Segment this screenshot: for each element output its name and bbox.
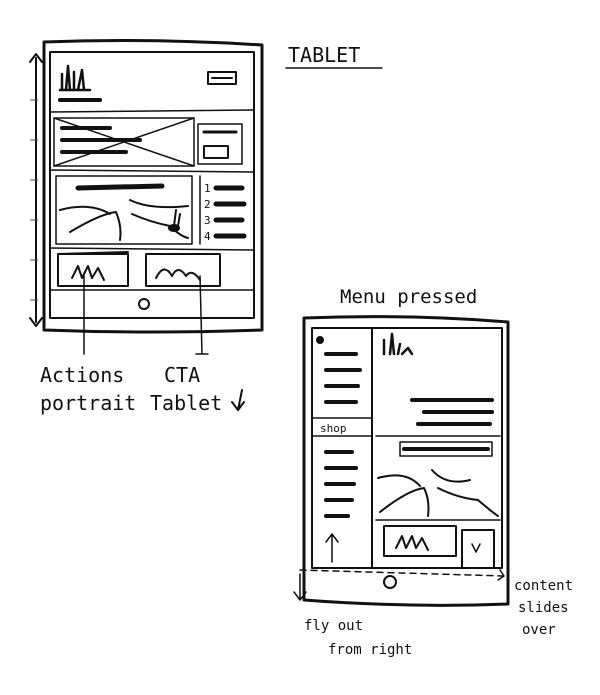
hero-text-lines — [60, 126, 142, 154]
tablet-frame — [42, 39, 264, 334]
content-label-line1: content — [514, 578, 573, 594]
content-label-line3: over — [522, 622, 556, 638]
hero-image-placeholder — [53, 117, 195, 167]
list-number-2: 2 — [204, 198, 211, 211]
menu-content-heading-box — [399, 441, 493, 457]
side-card — [197, 123, 243, 165]
shop-label: shop — [320, 422, 347, 435]
height-dimension — [29, 53, 43, 327]
actions-label-line2: portrait — [40, 391, 136, 415]
menu-items-group-2 — [324, 450, 358, 518]
menu-pressed-sketch: shop — [293, 315, 510, 607]
menu-device-frame — [302, 315, 510, 607]
tablet-screen — [49, 51, 255, 319]
menu-icon — [207, 71, 237, 85]
content-label-line2: slides — [518, 600, 569, 616]
list-number-4: 4 — [204, 230, 211, 243]
content-heading-bar — [75, 183, 165, 191]
list-number-1: 1 — [204, 182, 211, 195]
cta-label-line1: CTA — [164, 363, 200, 387]
menu-actions-card — [383, 525, 457, 557]
tablet-title: TABLET — [288, 43, 360, 67]
tablet-sketch: 1 2 3 4 — [29, 39, 264, 355]
menu-hero-text-lines — [410, 398, 494, 426]
list-number-3: 3 — [204, 214, 211, 227]
menu-logo-icon — [382, 332, 414, 356]
flyout-label-line2: from right — [328, 642, 412, 658]
flyout-arrow — [325, 533, 339, 563]
cta-card — [145, 253, 221, 287]
slide-over-dashed-line — [299, 569, 505, 577]
menu-home-button-icon — [383, 575, 397, 589]
menu-device-screen — [311, 327, 503, 569]
down-arrow-icon — [231, 389, 245, 411]
logo-icon — [58, 64, 92, 92]
menu-cta-card — [461, 529, 495, 569]
flyout-label-line1: fly out — [304, 618, 363, 634]
actions-label-line1: Actions — [40, 363, 124, 387]
cta-leader-line — [199, 275, 203, 355]
menu-pressed-title: Menu pressed — [340, 286, 477, 308]
home-button-icon — [138, 298, 150, 310]
actions-card — [57, 253, 129, 287]
flyout-down-arrow — [293, 573, 307, 601]
content-illustration — [55, 175, 193, 245]
menu-items-group-1 — [324, 352, 362, 404]
list-item-bars — [213, 185, 247, 239]
cta-label-line2: Tablet — [150, 391, 222, 415]
